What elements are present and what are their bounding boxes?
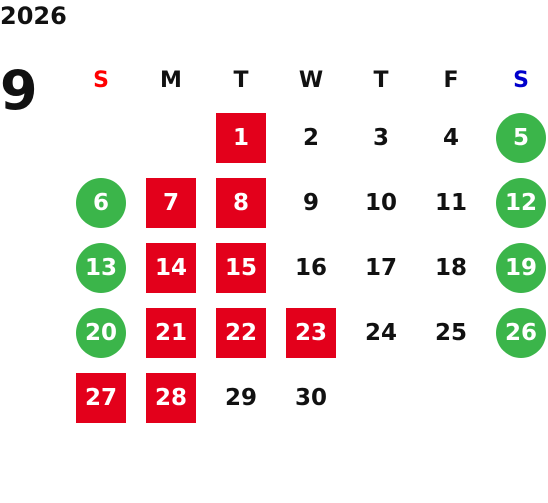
- day-cell: 22: [206, 300, 276, 365]
- day-cell: [346, 365, 416, 430]
- day-number: 3: [372, 124, 389, 151]
- day-number: 23: [286, 307, 336, 358]
- day-number: 12: [496, 177, 546, 228]
- day-cell: 13: [66, 235, 136, 300]
- day-cell: 28: [136, 365, 206, 430]
- weekday-header-row: S M T W T F S: [66, 55, 548, 105]
- day-number: 2: [302, 124, 319, 151]
- day-cell: 3: [346, 105, 416, 170]
- day-cell: 27: [66, 365, 136, 430]
- day-number: 18: [434, 254, 467, 281]
- weekday-friday: F: [443, 67, 459, 93]
- day-cell: 20: [66, 300, 136, 365]
- weekday-saturday: S: [513, 67, 529, 93]
- day-cell: 8: [206, 170, 276, 235]
- day-cell: 25: [416, 300, 486, 365]
- weekday-wednesday: W: [298, 67, 324, 93]
- day-number: 22: [216, 307, 266, 358]
- day-number: 29: [224, 384, 257, 411]
- day-cell: 9: [276, 170, 346, 235]
- day-number: 21: [146, 307, 196, 358]
- day-cell: 11: [416, 170, 486, 235]
- day-number: 26: [496, 307, 546, 358]
- day-cell: 5: [486, 105, 548, 170]
- day-cell: 4: [416, 105, 486, 170]
- day-number: 30: [294, 384, 327, 411]
- day-number: 5: [496, 112, 546, 163]
- day-number: 13: [76, 242, 126, 293]
- day-cell: 12: [486, 170, 548, 235]
- day-cell: 19: [486, 235, 548, 300]
- week-row: 27 28 29 30: [66, 365, 548, 430]
- day-cell: 15: [206, 235, 276, 300]
- day-cell: [416, 365, 486, 430]
- weekday-monday: M: [160, 67, 182, 93]
- day-cell: 2: [276, 105, 346, 170]
- day-number: 25: [434, 319, 467, 346]
- week-row: 13 14 15 16 17 18 19: [66, 235, 548, 300]
- day-number: 15: [216, 242, 266, 293]
- day-cell: [486, 365, 548, 430]
- day-cell: 6: [66, 170, 136, 235]
- day-cell: 18: [416, 235, 486, 300]
- day-number: 9: [302, 189, 319, 216]
- day-cell: 24: [346, 300, 416, 365]
- day-cell: 7: [136, 170, 206, 235]
- day-number: 6: [76, 177, 126, 228]
- day-cell: [136, 105, 206, 170]
- day-number: 1: [216, 112, 266, 163]
- year-label: 2026: [0, 2, 67, 30]
- day-number: 10: [364, 189, 397, 216]
- weekday-thursday: T: [373, 67, 389, 93]
- day-cell: 17: [346, 235, 416, 300]
- day-number: 8: [216, 177, 266, 228]
- day-cell: 30: [276, 365, 346, 430]
- day-number: 11: [434, 189, 467, 216]
- day-number: 16: [294, 254, 327, 281]
- day-cell: 21: [136, 300, 206, 365]
- day-number: 20: [76, 307, 126, 358]
- weekday-sunday: S: [93, 67, 109, 93]
- weekday-tuesday: T: [233, 67, 249, 93]
- day-cell: 10: [346, 170, 416, 235]
- day-number: 7: [146, 177, 196, 228]
- day-number: 4: [442, 124, 459, 151]
- day-number: 14: [146, 242, 196, 293]
- day-number: 17: [364, 254, 397, 281]
- day-cell: [66, 105, 136, 170]
- day-cell: 29: [206, 365, 276, 430]
- day-number: 27: [76, 372, 126, 423]
- day-cell: 23: [276, 300, 346, 365]
- day-number: 28: [146, 372, 196, 423]
- week-row: 1 2 3 4 5: [66, 105, 548, 170]
- day-cell: 16: [276, 235, 346, 300]
- month-number: 9: [0, 59, 38, 122]
- day-cell: 26: [486, 300, 548, 365]
- day-cell: 1: [206, 105, 276, 170]
- day-number: 19: [496, 242, 546, 293]
- day-number: 24: [364, 319, 397, 346]
- week-row: 20 21 22 23 24 25 26: [66, 300, 548, 365]
- day-cell: 14: [136, 235, 206, 300]
